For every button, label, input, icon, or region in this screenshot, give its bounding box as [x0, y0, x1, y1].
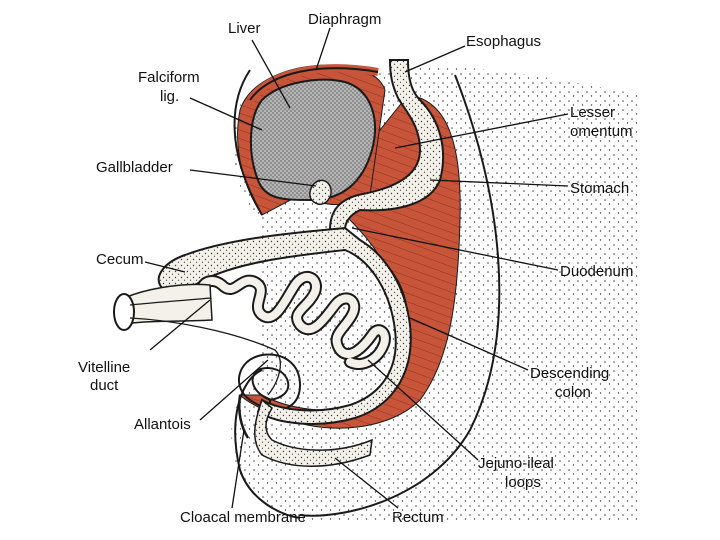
- intestine-upper-limb: [157, 226, 412, 425]
- dorsal-body-wall-outline: [299, 74, 501, 517]
- label-cloacal-membrane: Cloacal membrane: [180, 509, 306, 526]
- label-descending-colon-line2: colon: [555, 384, 591, 401]
- label-esophagus: Esophagus: [466, 33, 541, 50]
- label-lesser-omentum-line1: Lesser: [570, 104, 615, 121]
- allantois: [129, 317, 281, 396]
- ventral-body-wall-outline: [233, 69, 263, 216]
- label-duodenum: Duodenum: [560, 263, 633, 280]
- label-cecum: Cecum: [96, 251, 144, 268]
- label-falciform-line1: Falciform: [138, 69, 200, 86]
- vitelline-duct: [129, 297, 211, 306]
- label-diaphragm: Diaphragm: [308, 11, 381, 28]
- label-falciform-line2: lig.: [160, 88, 179, 105]
- leader-lines: [144, 27, 569, 509]
- gallbladder: [309, 179, 332, 205]
- rectum: [254, 398, 373, 467]
- label-jejuno-ileal-line1: Jejuno-ileal: [478, 455, 554, 472]
- label-allantois: Allantois: [134, 416, 191, 433]
- label-liver: Liver: [228, 20, 261, 37]
- umbilical-opening: [113, 293, 135, 331]
- label-jejuno-ileal-line2: loops: [505, 474, 541, 491]
- umbilical-stump: [119, 283, 213, 326]
- label-vitelline-line1: Vitelline: [78, 359, 130, 376]
- label-descending-colon-line1: Descending: [530, 365, 609, 382]
- label-lesser-omentum-line2: omentum: [570, 123, 633, 140]
- label-rectum: Rectum: [392, 509, 444, 526]
- label-stomach: Stomach: [570, 180, 629, 197]
- label-vitelline-line2: duct: [90, 377, 119, 394]
- label-gallbladder: Gallbladder: [96, 159, 173, 176]
- liver: [250, 78, 376, 202]
- ventral-body-wall-lower: [234, 369, 301, 519]
